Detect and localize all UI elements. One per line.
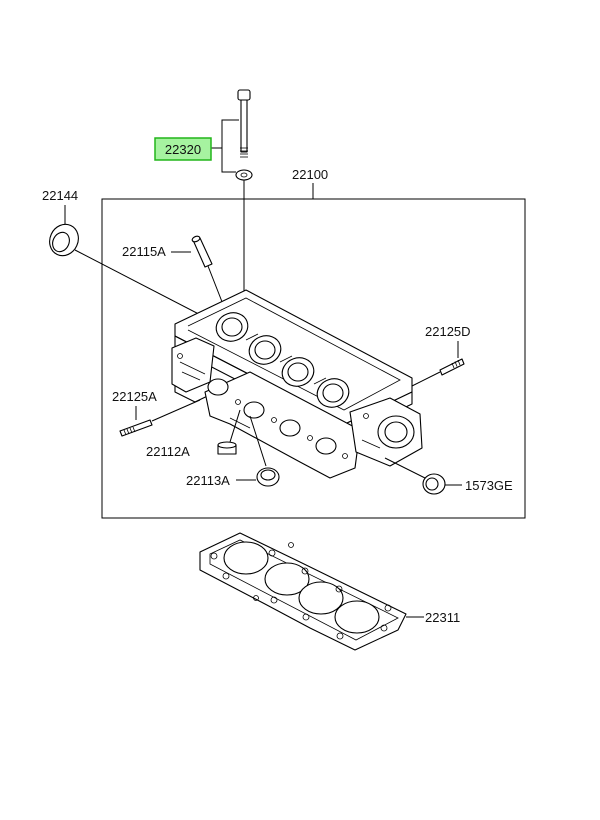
label-leader-22320	[210, 119, 239, 173]
oil-seal-22144-drawing	[49, 223, 79, 257]
head-bolt-drawing	[235, 89, 253, 296]
part-label-22100[interactable]: 22100	[292, 167, 328, 182]
seal-22113A-drawing	[256, 467, 280, 487]
part-label-22125A[interactable]: 22125A	[112, 389, 157, 404]
part-number-22320: 22320	[165, 142, 201, 157]
part-label-22144[interactable]: 22144	[42, 188, 78, 203]
part-label-1573GE[interactable]: 1573GE	[465, 478, 513, 493]
ring-22112A-drawing	[217, 441, 237, 455]
part-label-22113A[interactable]: 22113A	[186, 473, 230, 488]
part-label-22320[interactable]: 22320	[154, 137, 212, 161]
part-label-22311[interactable]: 22311	[425, 610, 460, 625]
stud-22125A-drawing	[119, 419, 153, 437]
valve-guide-drawing	[191, 235, 213, 268]
part-label-22112A[interactable]: 22112A	[146, 444, 190, 459]
head-gasket-drawing	[199, 532, 407, 651]
part-label-22115A[interactable]: 22115A	[122, 244, 166, 259]
cylinder-head-drawing	[171, 289, 423, 479]
part-label-22125D[interactable]: 22125D	[425, 324, 471, 339]
highlight-box	[154, 137, 212, 161]
seal-1573GE-drawing	[422, 473, 446, 495]
stud-22125D-drawing	[439, 358, 465, 376]
